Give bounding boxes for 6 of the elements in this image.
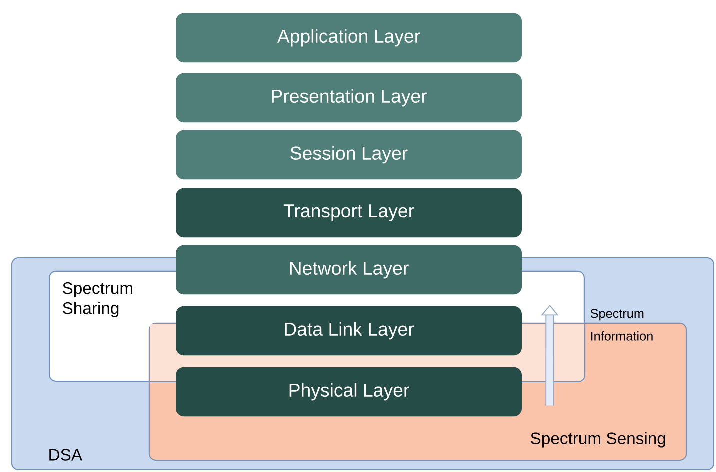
layer-box: Transport Layer — [176, 188, 522, 238]
edge-label: Spectrum Information — [590, 309, 653, 341]
layer-box: Presentation Layer — [176, 73, 522, 123]
layer-box: Session Layer — [176, 130, 522, 180]
layer-box: Network Layer — [176, 245, 522, 295]
layer-box: Application Layer — [176, 13, 522, 63]
